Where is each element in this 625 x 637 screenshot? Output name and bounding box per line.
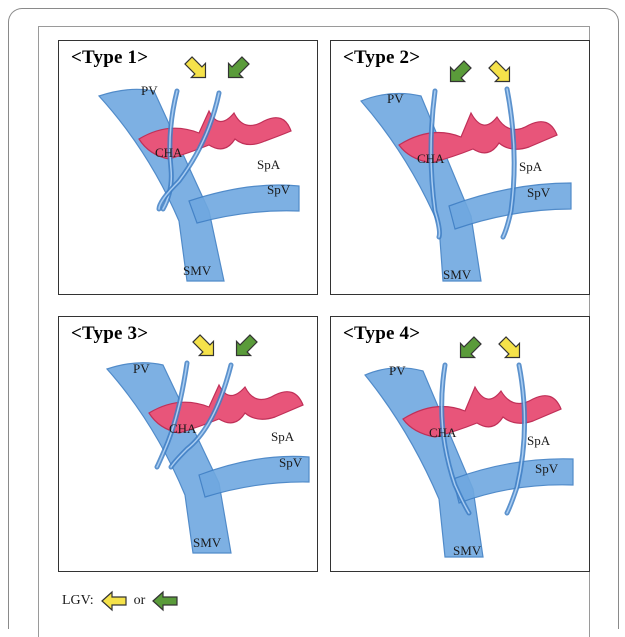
label-pv: PV xyxy=(141,83,158,99)
label-pv: PV xyxy=(387,91,404,107)
label-spa: SpA xyxy=(519,159,542,175)
arrow-shape xyxy=(495,333,526,364)
legend-yellow-arrow-icon xyxy=(100,590,128,612)
panel-title: <Type 3> xyxy=(71,323,148,345)
legend-label: LGV: xyxy=(62,593,94,609)
yellow-arrow-icon xyxy=(189,331,220,362)
label-smv: SMV xyxy=(183,263,211,279)
panel-title: <Type 1> xyxy=(71,47,148,69)
green-arrow-icon xyxy=(229,331,260,362)
yellow-arrow-icon xyxy=(495,333,526,364)
yellow-arrow-icon xyxy=(485,57,516,88)
portal-vein-shape xyxy=(361,93,481,281)
panel-type-1: <Type 1> PV CHA SpA SpV SMV xyxy=(58,40,318,295)
arrow-shape xyxy=(443,57,474,88)
type-4-diagram xyxy=(331,317,589,571)
portal-vein-shape xyxy=(107,363,231,553)
label-cha: CHA xyxy=(155,145,182,161)
arrow-shape xyxy=(181,53,212,84)
label-spv: SpV xyxy=(279,455,302,471)
panel-title: <Type 4> xyxy=(343,323,420,345)
legend-green-arrow-icon xyxy=(151,590,179,612)
label-spa: SpA xyxy=(271,429,294,445)
label-smv: SMV xyxy=(453,543,481,559)
panel-title: <Type 2> xyxy=(343,47,420,69)
legend-or: or xyxy=(134,593,146,609)
green-arrow-icon xyxy=(453,333,484,364)
arrow-shape xyxy=(485,57,516,88)
label-spa: SpA xyxy=(527,433,550,449)
green-arrow-icon xyxy=(221,53,252,84)
label-spv: SpV xyxy=(267,182,290,198)
label-spv: SpV xyxy=(527,185,550,201)
label-pv: PV xyxy=(133,361,150,377)
arrow-shape xyxy=(229,331,260,362)
green-arrow-icon xyxy=(443,57,474,88)
type-2-diagram xyxy=(331,41,589,294)
label-cha: CHA xyxy=(429,425,456,441)
portal-vein-shape xyxy=(365,368,483,557)
legend: LGV: or xyxy=(62,590,179,612)
arrow-shape xyxy=(221,53,252,84)
label-cha: CHA xyxy=(417,151,444,167)
label-cha: CHA xyxy=(169,421,196,437)
yellow-arrow-icon xyxy=(181,53,212,84)
panel-type-2: <Type 2> PV CHA SpA SpV SMV xyxy=(330,40,590,295)
label-spa: SpA xyxy=(257,157,280,173)
label-pv: PV xyxy=(389,363,406,379)
panel-type-3: <Type 3> PV CHA SpA SpV SMV xyxy=(58,316,318,572)
label-smv: SMV xyxy=(443,267,471,283)
label-smv: SMV xyxy=(193,535,221,551)
arrow-shape xyxy=(189,331,220,362)
panel-type-4: <Type 4> PV CHA SpA SpV SMV xyxy=(330,316,590,572)
label-spv: SpV xyxy=(535,461,558,477)
arrow-shape xyxy=(453,333,484,364)
